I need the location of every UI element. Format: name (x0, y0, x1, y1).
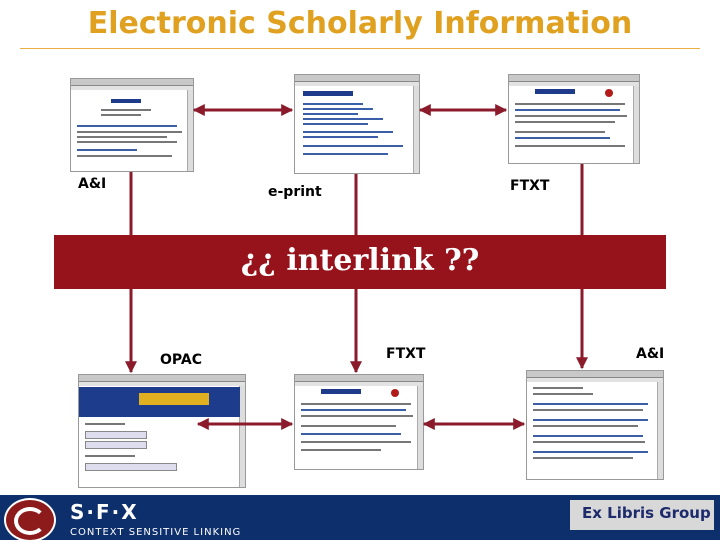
screenshot-opac (78, 374, 246, 488)
swirl-icon (14, 507, 46, 535)
banner-text: ¿¿ interlink ?? (240, 243, 480, 278)
exlibris-logo-panel (570, 500, 714, 530)
label-a-and-i-bottom: A&I (636, 346, 665, 362)
sfx-brand: S·F·X (70, 500, 139, 524)
sfx-tagline: CONTEXT SENSITIVE LINKING (70, 527, 242, 538)
exlibris-logo: Ex Libris Group (582, 504, 711, 522)
interlink-banner: ¿¿ interlink ?? (54, 235, 666, 289)
label-ftxt-top: FTXT (510, 178, 550, 194)
screenshot-e-print (294, 74, 420, 174)
label-opac: OPAC (160, 352, 202, 368)
title-divider (20, 48, 700, 49)
label-a-and-i-top: A&I (78, 176, 107, 192)
page-title: Electronic Scholarly Information (87, 6, 633, 41)
label-ftxt-bottom: FTXT (386, 346, 426, 362)
screenshot-a-and-i-bottom (526, 370, 664, 480)
label-e-print: e-print (268, 184, 322, 200)
screenshot-ftxt-top (508, 74, 640, 164)
screenshot-ftxt-bottom (294, 374, 424, 470)
screenshot-a-and-i-top (70, 78, 194, 172)
